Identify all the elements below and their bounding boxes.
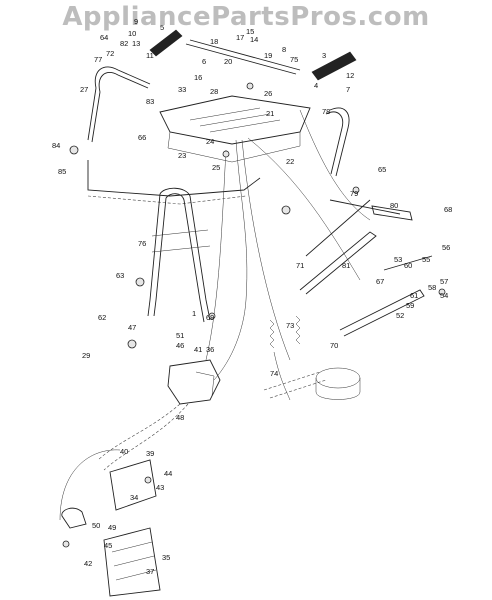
lower-chute-assembly — [59, 359, 221, 597]
cable-springs — [269, 315, 301, 401]
callout-13: 13 — [132, 39, 140, 48]
callout-58: 58 — [428, 283, 436, 292]
callout-71: 71 — [296, 261, 304, 270]
callout-60: 60 — [404, 261, 412, 270]
callout-64: 64 — [100, 33, 108, 42]
callout-55: 55 — [422, 255, 430, 264]
callout-34: 34 — [130, 493, 138, 502]
callout-4: 4 — [314, 81, 318, 90]
callout-57: 57 — [440, 277, 448, 286]
callout-79: 79 — [350, 189, 358, 198]
callout-77: 77 — [94, 55, 102, 64]
callout-49: 49 — [108, 523, 116, 532]
callout-74: 74 — [270, 369, 278, 378]
callout-15: 15 — [246, 27, 254, 36]
callout-70: 70 — [330, 341, 338, 350]
callout-46: 46 — [176, 341, 184, 350]
callout-72: 72 — [106, 49, 114, 58]
callout-69: 69 — [206, 313, 214, 322]
watermark: AppliancePartsPros.com — [62, 2, 430, 32]
callout-20: 20 — [224, 57, 232, 66]
callout-33: 33 — [178, 85, 186, 94]
callout-11: 11 — [146, 51, 154, 60]
callout-53: 53 — [394, 255, 402, 264]
callout-59: 59 — [406, 301, 414, 310]
chute-linkage — [263, 199, 433, 400]
callout-62: 62 — [98, 313, 106, 322]
callout-68: 68 — [444, 205, 452, 214]
callout-50: 50 — [92, 521, 100, 530]
callout-36: 36 — [206, 345, 214, 354]
callout-19: 19 — [264, 51, 272, 60]
upper-handle-frame — [87, 29, 357, 205]
callout-9: 9 — [134, 17, 138, 26]
callout-83: 83 — [146, 97, 154, 106]
callout-24: 24 — [206, 137, 214, 146]
callout-10: 10 — [128, 29, 136, 38]
callout-42: 42 — [84, 559, 92, 568]
callout-22: 22 — [286, 157, 294, 166]
callout-65: 65 — [378, 165, 386, 174]
callout-6: 6 — [202, 57, 206, 66]
callout-7: 7 — [346, 85, 350, 94]
callout-56: 56 — [442, 243, 450, 252]
callout-23: 23 — [178, 151, 186, 160]
callout-8: 8 — [282, 45, 286, 54]
callout-54: 54 — [440, 291, 448, 300]
callout-14: 14 — [250, 35, 258, 44]
callout-80: 80 — [390, 201, 398, 210]
callout-1: 1 — [192, 309, 196, 318]
callout-52: 52 — [396, 311, 404, 320]
callout-12: 12 — [346, 71, 354, 80]
callout-3: 3 — [322, 51, 326, 60]
callout-41: 41 — [194, 345, 202, 354]
callout-84: 84 — [52, 141, 60, 150]
callout-26: 26 — [264, 89, 272, 98]
fasteners — [62, 82, 446, 548]
callout-73: 73 — [286, 321, 294, 330]
callout-40: 40 — [120, 447, 128, 456]
callout-48: 48 — [176, 413, 184, 422]
callout-76: 76 — [138, 239, 146, 248]
callout-81: 81 — [342, 261, 350, 270]
callout-44: 44 — [164, 469, 172, 478]
callout-63: 63 — [116, 271, 124, 280]
callout-5: 5 — [160, 23, 164, 32]
callout-29: 29 — [82, 351, 90, 360]
callout-47: 47 — [128, 323, 136, 332]
callout-18: 18 — [210, 37, 218, 46]
callout-43: 43 — [156, 483, 164, 492]
callout-28: 28 — [210, 87, 218, 96]
callout-35: 35 — [162, 553, 170, 562]
callout-37: 37 — [146, 567, 154, 576]
callout-66: 66 — [138, 133, 146, 142]
callout-67: 67 — [376, 277, 384, 286]
callout-75: 75 — [290, 55, 298, 64]
callout-39: 39 — [146, 449, 154, 458]
callout-82: 82 — [120, 39, 128, 48]
callout-51: 51 — [176, 331, 184, 340]
callout-21: 21 — [266, 109, 274, 118]
callout-85: 85 — [58, 167, 66, 176]
lower-handle — [147, 187, 211, 323]
callout-27: 27 — [80, 85, 88, 94]
callout-25: 25 — [212, 163, 220, 172]
callout-78: 78 — [322, 107, 330, 116]
control-cables — [205, 109, 371, 381]
callout-17: 17 — [236, 33, 244, 42]
callout-61: 61 — [410, 291, 418, 300]
callout-16: 16 — [194, 73, 202, 82]
callout-45: 45 — [104, 541, 112, 550]
